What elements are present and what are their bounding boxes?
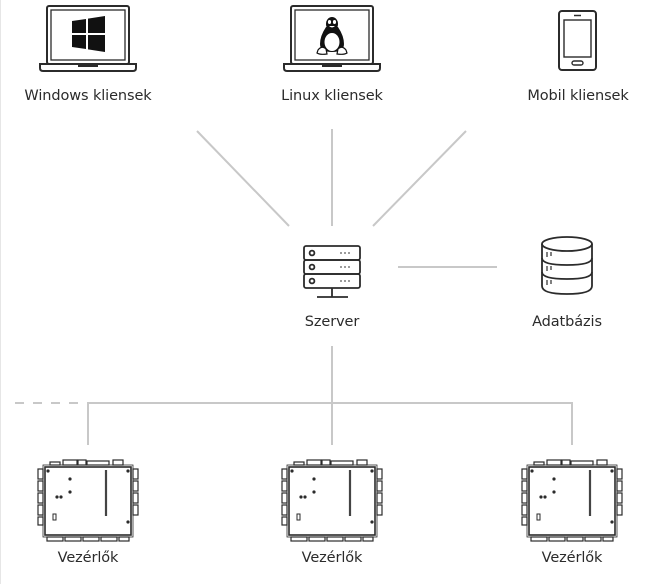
windows-laptop-icon xyxy=(39,5,137,72)
edge-mobile-server xyxy=(372,130,467,227)
linux-laptop-icon xyxy=(283,5,381,72)
connectors xyxy=(15,129,573,445)
windows-clients-label: Windows kliensek xyxy=(24,88,152,104)
linux-clients-label: Linux kliensek xyxy=(281,88,383,104)
tux-penguin-icon xyxy=(316,17,348,55)
database-icon xyxy=(541,236,593,295)
left-edge-border xyxy=(0,0,1,584)
controller-label: Vezérlők xyxy=(541,550,603,566)
edge-windows-server xyxy=(196,130,290,227)
smartphone-icon xyxy=(558,10,597,71)
server-rack-icon xyxy=(303,245,361,298)
server-label: Szerver xyxy=(304,314,360,330)
controller-board-icon xyxy=(280,458,384,543)
mobile-clients-label: Mobil kliensek xyxy=(527,88,629,104)
windows-logo-icon xyxy=(72,16,105,52)
controller-board-icon xyxy=(37,459,139,542)
controller-label: Vezérlők xyxy=(301,550,363,566)
database-label: Adatbázis xyxy=(532,314,602,330)
controller-label: Vezérlők xyxy=(57,550,119,566)
controller-board-icon xyxy=(520,458,624,543)
